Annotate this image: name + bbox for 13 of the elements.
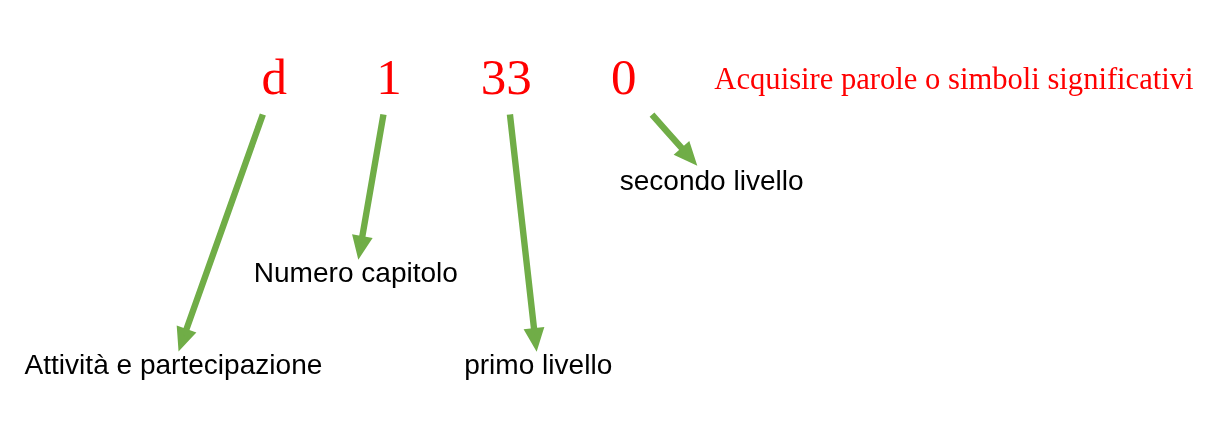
node-text: Numero capitolo — [253, 256, 458, 288]
node-text: Attività e partecipazione — [24, 348, 323, 380]
node-text: 1 — [376, 48, 402, 105]
arrow — [506, 113, 545, 352]
arrow — [649, 111, 698, 166]
label: Acquisire parole o simboli significativi — [714, 61, 1194, 96]
node-text: 0 — [610, 48, 637, 105]
node-text: secondo livello — [619, 164, 804, 196]
arrow — [352, 113, 387, 260]
node-text: primo livello — [464, 348, 613, 380]
node-text: 33 — [480, 48, 532, 105]
node-text: d — [261, 48, 287, 105]
arrow — [176, 112, 266, 351]
